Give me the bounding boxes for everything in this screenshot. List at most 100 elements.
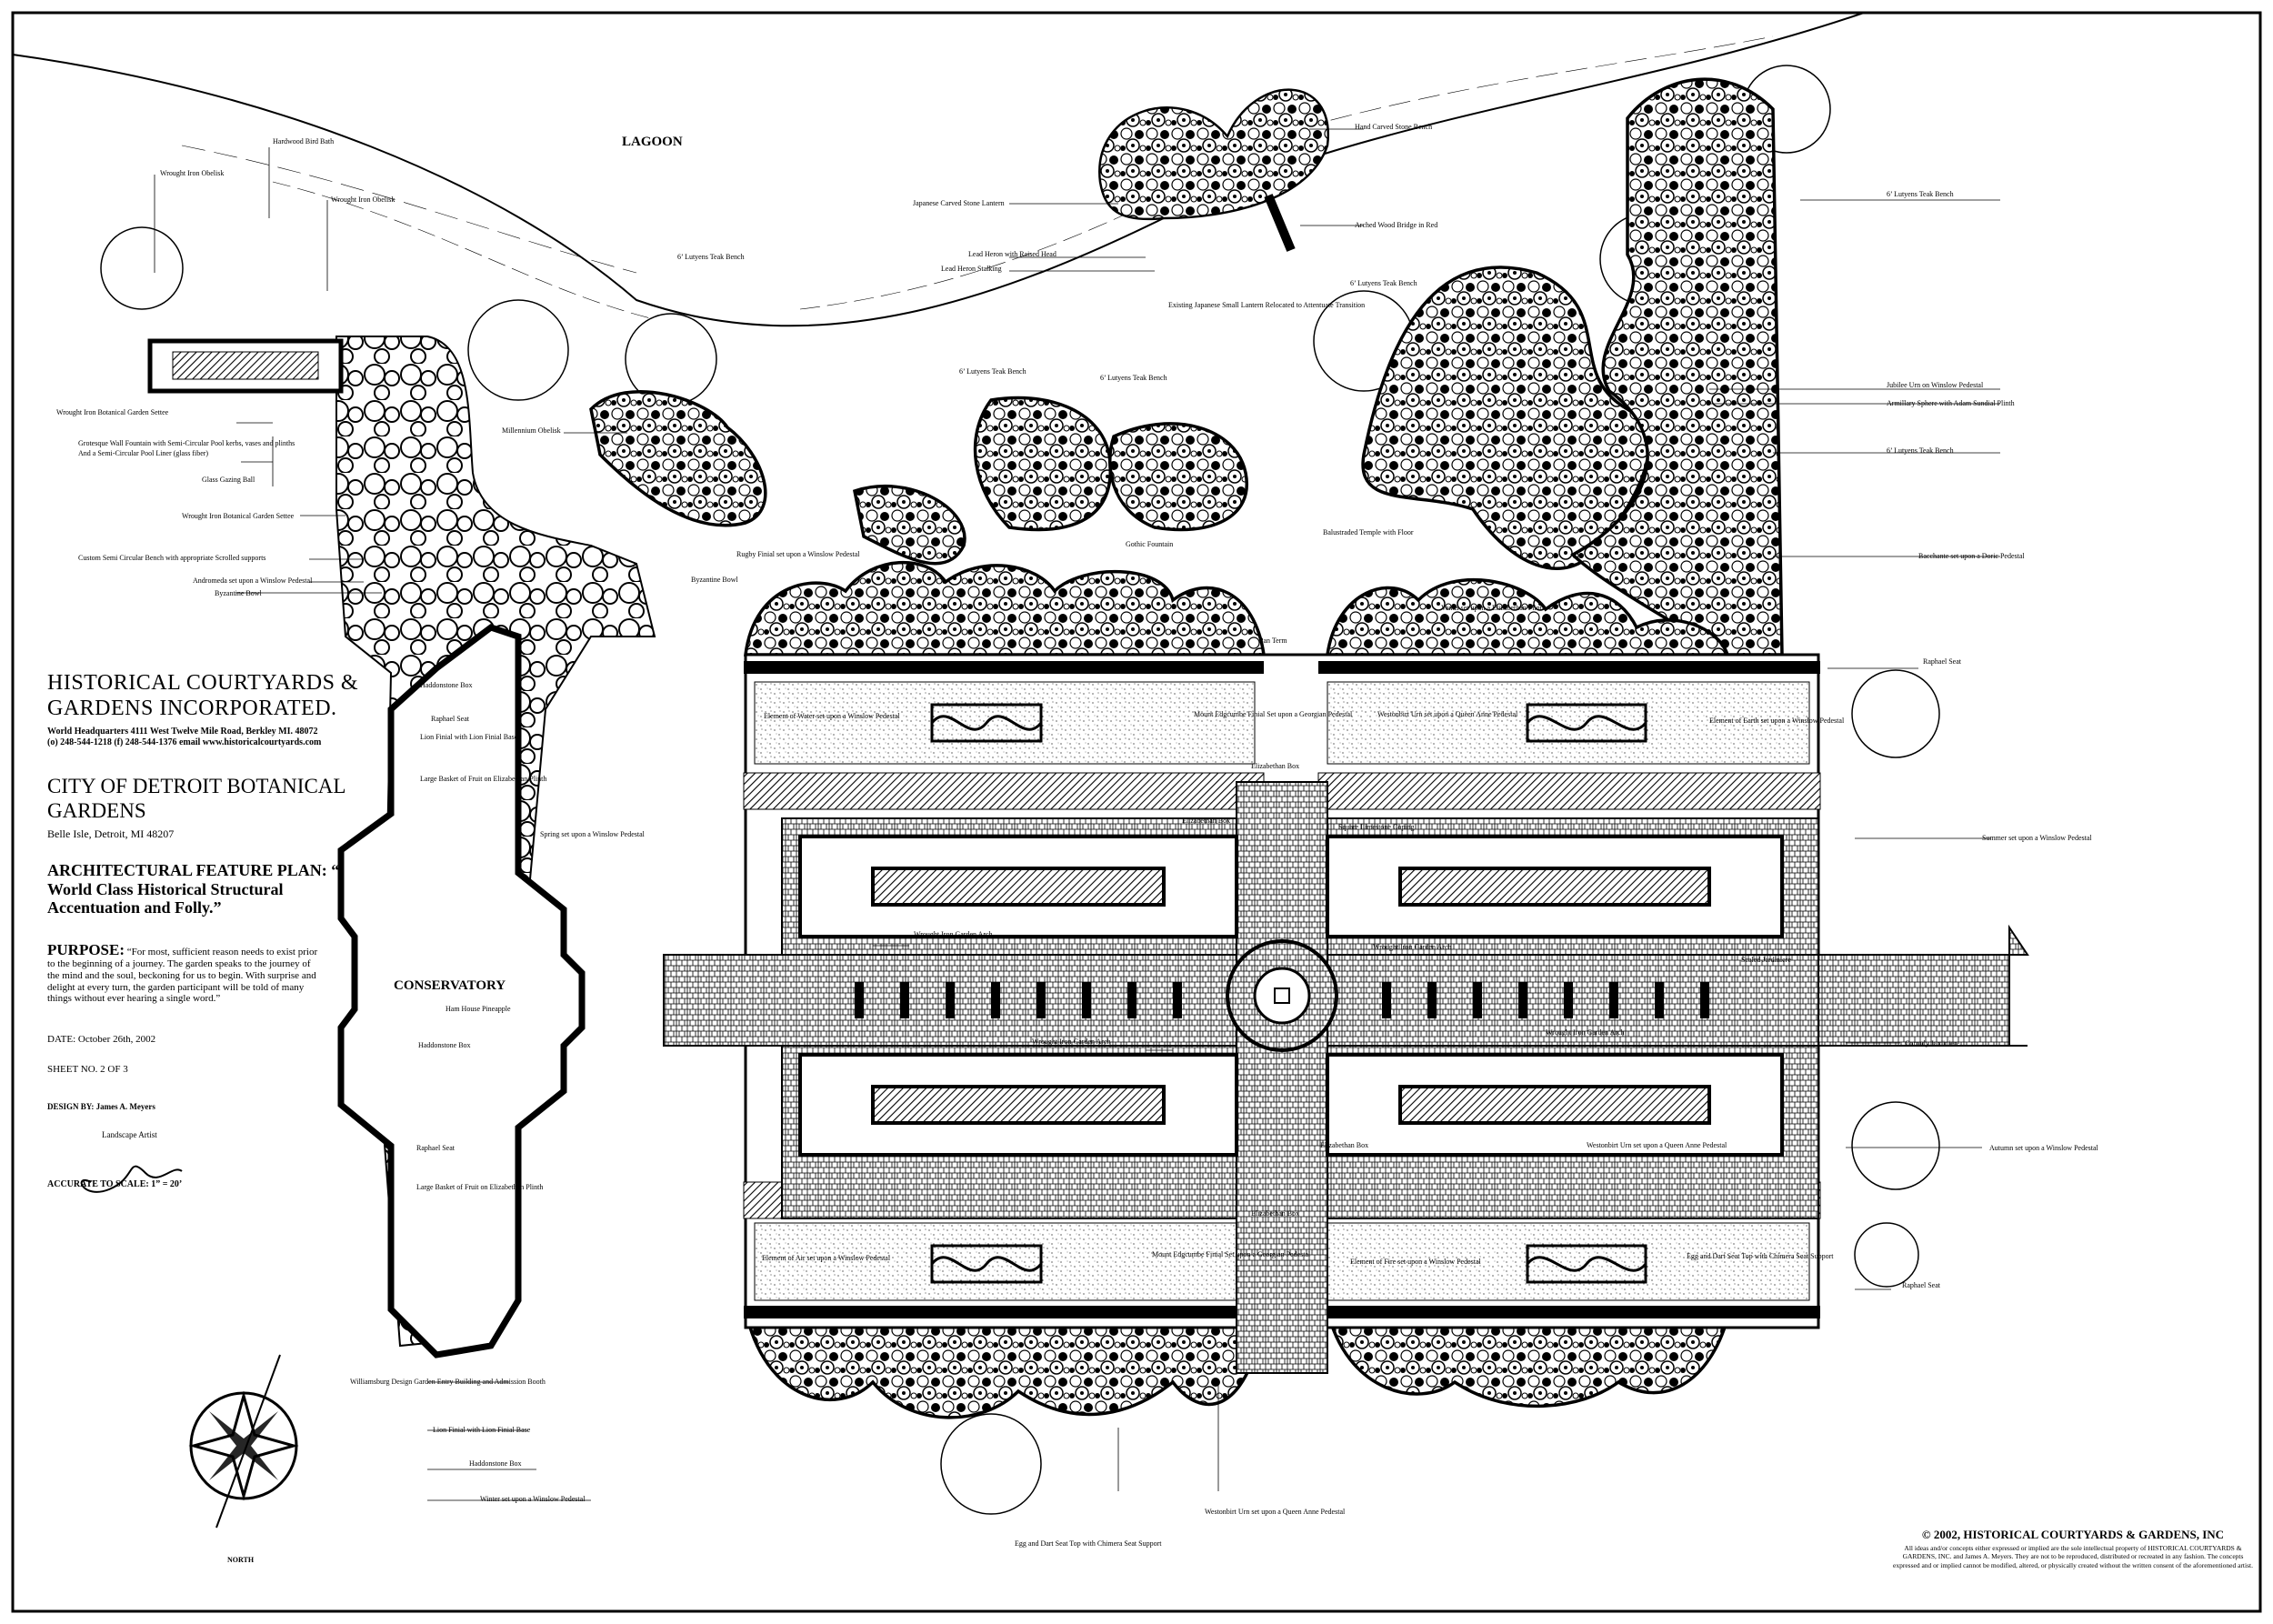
east-exit-path bbox=[1817, 924, 2029, 1047]
callout-lutyens-3: 6’ Lutyens Teak Bench bbox=[1100, 374, 1167, 382]
callout-grotesque-fountain: Grotesque Wall Fountain with Semi-Circul… bbox=[78, 439, 295, 447]
callout-haddonstone-box-1: Haddonstone Box bbox=[420, 681, 473, 689]
purpose-heading: PURPOSE: bbox=[47, 940, 125, 958]
callout-settee-2: Wrought Iron Botanical Garden Settee bbox=[182, 512, 295, 520]
callout-pan-term: Pan Term bbox=[1259, 637, 1287, 645]
callout-summer: Summer set upon a Winslow Pedestal bbox=[1982, 834, 2092, 842]
conservatory-label: CONSERVATORY bbox=[394, 978, 506, 993]
arch-row bbox=[855, 982, 1709, 1018]
callout-wrought-arch-1: Wrought Iron Garden Arch bbox=[914, 930, 993, 938]
callout-byzantine-bowl: Byzantine Bowl bbox=[215, 589, 263, 597]
callout-westonbirt-urn-2: Westonbirt Urn set upon a Queen Anne Ped… bbox=[1587, 1141, 1727, 1149]
callouts bbox=[154, 128, 2000, 1501]
designer-signature bbox=[80, 1165, 183, 1193]
company-hq: World Headquarters 4111 West Twelve Mile… bbox=[47, 727, 318, 737]
callout-arched-bridge: Arched Wood Bridge in Red bbox=[1355, 221, 1437, 229]
callout-lion-finial-2: Lion Finial with Lion Finial Base bbox=[433, 1426, 531, 1434]
callout-spring: Spring set upon a Winslow Pedestal bbox=[540, 830, 646, 838]
scalloped-hedges bbox=[743, 560, 1730, 1419]
callout-haddonstone-box-2: Haddonstone Box bbox=[418, 1041, 471, 1049]
copyright-notice: © 2002, HISTORICAL COURTYARDS & GARDENS,… bbox=[1921, 1528, 2225, 1541]
callout-jubilee-urn: Jubilee Urn on Winslow Pedestal bbox=[1887, 381, 1984, 389]
upper-organic-beds bbox=[589, 77, 1784, 657]
company-contact: (o) 248-544-1218 (f) 248-544-1376 email … bbox=[47, 737, 322, 747]
callout-venus: Venus set upon a Elizabethan Plinth bbox=[1441, 604, 1546, 612]
rights-notice: All ideas and/or concepts either express… bbox=[1893, 1544, 2253, 1569]
callout-autumn: Autumn set upon a Winslow Pedestal bbox=[1989, 1144, 2099, 1152]
callout-lutyens-6: 6’ Lutyens Teak Bench bbox=[1887, 446, 1954, 455]
callout-lead-heron-head: Lead Heron with Raised Head bbox=[968, 250, 1056, 258]
callout-element-earth: Element of Earth set upon a Winslow Pede… bbox=[1709, 717, 1845, 725]
callout-gazing-ball: Glass Gazing Ball bbox=[202, 476, 255, 484]
lagoon-island bbox=[1098, 88, 1329, 252]
callout-lion-finial-1: Lion Finial with Lion Finial Base bbox=[420, 733, 518, 741]
callout-haddonstone-box-3: Haddonstone Box bbox=[469, 1459, 522, 1468]
callout-element-air: Element of Air set upon a Winslow Pedest… bbox=[762, 1254, 891, 1262]
designer-credit: DESIGN BY: James A. Meyers bbox=[47, 1102, 155, 1112]
callout-raphael-seat-2: Raphael Seat bbox=[431, 715, 470, 723]
callout-hand-carved-bench: Hand Carved Stone Bench bbox=[1355, 123, 1432, 131]
callout-lead-heron-stalking: Lead Heron Stalking bbox=[941, 265, 1002, 273]
callout-wrought-iron-obelisk-2: Wrought Iron Obelisk bbox=[331, 195, 395, 204]
callout-raphael-seat-1: Raphael Seat bbox=[1923, 657, 1962, 666]
plan-title: ARCHITECTURAL FEATURE PLAN: “ World Clas… bbox=[47, 860, 340, 917]
callout-westonbirt-urn-1: Westonbirt Urn set upon a Queen Anne Ped… bbox=[1377, 710, 1518, 718]
callout-hardwood-bird-bath: Hardwood Bird Bath bbox=[273, 137, 334, 145]
callout-elizabethan-box-2: Elizabethan Box bbox=[1182, 817, 1230, 825]
callout-basket-fruit-1: Large Basket of Fruit on Elizabethan Pli… bbox=[420, 775, 546, 783]
callout-elizabethan-box-1: Elizabethan Box bbox=[1251, 762, 1299, 770]
purpose-text: “For most, sufficient reason needs to ex… bbox=[47, 946, 318, 1005]
callout-gothic-fountain: Gothic Fountain bbox=[1126, 540, 1173, 548]
callout-westonbirt-urn-3: Westonbirt Urn set upon a Queen Anne Ped… bbox=[1205, 1508, 1346, 1516]
callout-square-coping: Square Limestone Coping bbox=[1338, 823, 1415, 831]
callout-settee: Wrought Iron Botanical Garden Settee bbox=[56, 408, 169, 416]
callout-japanese-lantern: Japanese Carved Stone Lantern bbox=[913, 199, 1005, 207]
compass-rose: NORTH bbox=[188, 1354, 299, 1564]
callout-scaled-jardiniere: Scaled Jardiniere bbox=[1741, 956, 1791, 964]
callout-lutyens-5: 6’ Lutyens Teak Bench bbox=[1887, 190, 1954, 198]
callout-mount-edgcumbe-2: Mount Edgcumbe Finial Set upon a Georgia… bbox=[1152, 1250, 1311, 1258]
conservatory-building bbox=[337, 624, 586, 1358]
callout-texts: Hardwood Bird Bath Wrought Iron Obelisk … bbox=[56, 123, 2099, 1548]
lagoon-label: LAGOON bbox=[622, 135, 683, 149]
callout-japanese-small-lantern: Existing Japanese Small Lantern Relocate… bbox=[1168, 301, 1365, 309]
callout-wrought-arch-2: Wrought Iron Garden Arch bbox=[1373, 943, 1452, 951]
client-name: CITY OF DETROIT BOTANICAL GARDENS bbox=[47, 775, 345, 822]
drawing-date: DATE: October 26th, 2002 bbox=[47, 1034, 156, 1046]
central-fountain bbox=[1226, 939, 1338, 1052]
callout-wrought-iron-obelisk: Wrought Iron Obelisk bbox=[160, 169, 224, 177]
callout-ham-house-pineapple: Ham House Pineapple bbox=[446, 1005, 511, 1013]
title-block: HISTORICAL COURTYARDS & GARDENS INCORPOR… bbox=[47, 671, 375, 1190]
callout-corrody-jardiniere: Corrody Jardiniere bbox=[1905, 1039, 1960, 1048]
callout-wrought-arch-3: Wrought Iron Garden Arch bbox=[1032, 1038, 1111, 1046]
callout-rugby-finial: Rugby Finial set upon a Winslow Pedestal bbox=[736, 550, 860, 558]
lagoon: LAGOON bbox=[12, 12, 1865, 328]
knot-motifs bbox=[930, 703, 1647, 1284]
callout-williamsburg: Williamsburg Design Garden Entry Buildin… bbox=[350, 1378, 546, 1386]
callout-raphael-seat-3: Raphael Seat bbox=[416, 1144, 456, 1152]
callout-elizabethan-box-4: Elizabethan Box bbox=[1251, 1209, 1299, 1218]
callout-andromeda: Andromeda set upon a Winslow Pedestal bbox=[193, 576, 313, 585]
company-name: HISTORICAL COURTYARDS & GARDENS INCORPOR… bbox=[47, 671, 359, 720]
parterres bbox=[798, 835, 1784, 1157]
callout-lutyens-2: 6’ Lutyens Teak Bench bbox=[959, 367, 1026, 376]
callout-semi-circular-liner: And a Semi-Circular Pool Liner (glass fi… bbox=[78, 449, 208, 457]
client-address: Belle Isle, Detroit, MI 48207 bbox=[47, 827, 175, 841]
callout-lutyens-1: 6’ Lutyens Teak Bench bbox=[677, 253, 745, 261]
drawing-scale: ACCURATE TO SCALE: 1” = 20’ bbox=[47, 1179, 183, 1189]
callout-element-fire: Element of Fire set upon a Winslow Pedes… bbox=[1350, 1258, 1482, 1266]
callout-winter: Winter set upon a Winslow Pedestal bbox=[480, 1495, 586, 1503]
callout-mount-edgcumbe-1: Mount Edgcumbe Finial Set upon a Georgia… bbox=[1194, 710, 1353, 718]
callout-raphael-seat-4: Raphael Seat bbox=[1902, 1281, 1941, 1289]
callout-element-water: Element of Water set upon a Winslow Pede… bbox=[764, 712, 900, 720]
callout-lutyens-4: 6’ Lutyens Teak Bench bbox=[1350, 279, 1417, 287]
callout-egg-dart-2: Egg and Dart Seat Top with Chimera Seat … bbox=[1015, 1539, 1162, 1548]
callout-basket-fruit-2: Large Basket of Fruit on Elizabethan Pli… bbox=[416, 1183, 543, 1191]
callout-elizabethan-box-3: Elizabethan Box bbox=[1320, 1141, 1368, 1149]
sheet-number: SHEET NO. 2 OF 3 bbox=[47, 1063, 128, 1075]
north-label: NORTH bbox=[227, 1556, 255, 1564]
callout-byzantine-bowl-2: Byzantine Bowl bbox=[691, 576, 739, 584]
callout-wrought-arch-4: Wrought Iron Garden Arch bbox=[1546, 1028, 1625, 1037]
sheet-border bbox=[11, 11, 2262, 1613]
